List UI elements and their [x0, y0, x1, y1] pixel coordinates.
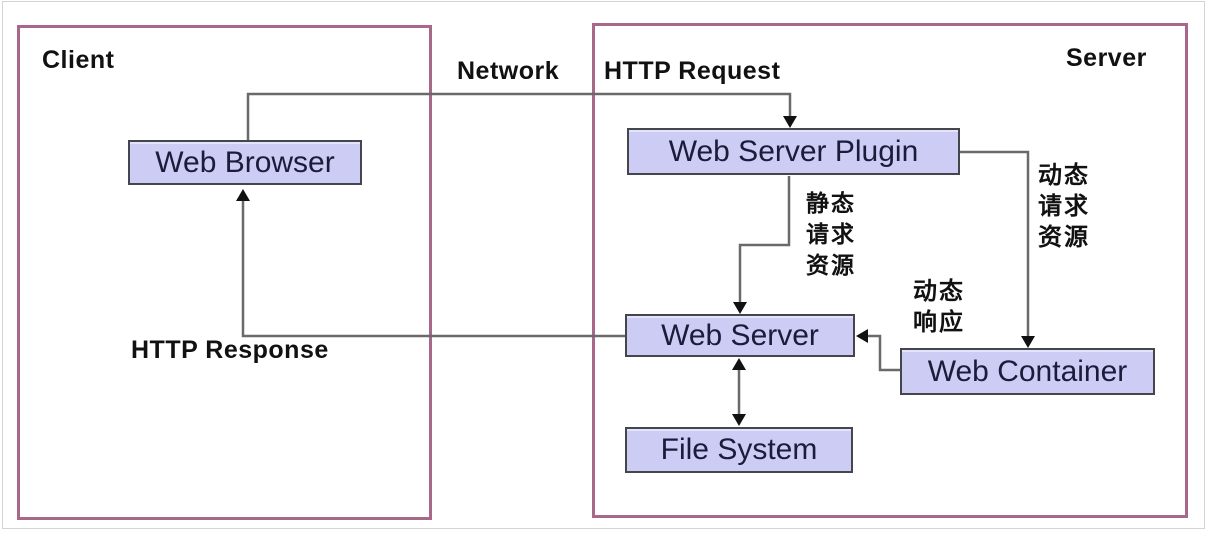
node-web-server-plugin-label: Web Server Plugin	[668, 134, 919, 168]
dynamic-request-line-3: 资源	[1038, 224, 1090, 251]
node-file-system-label: File System	[660, 433, 818, 466]
static-request-line-2: 请求	[806, 221, 856, 247]
http-response-label: HTTP Response	[131, 336, 329, 364]
node-web-server: Web Server	[625, 314, 855, 357]
node-file-system: File System	[625, 427, 853, 473]
node-web-container: Web Container	[900, 348, 1155, 395]
client-region-box	[17, 25, 432, 520]
image-frame	[2, 1, 1205, 529]
dynamic-request-line-2: 请求	[1038, 193, 1090, 220]
file-system-up-arrowhead-icon	[732, 358, 746, 370]
dynamic-response-annotation: 动态 响应	[913, 276, 965, 338]
node-web-browser: Web Browser	[128, 140, 362, 185]
http-request-label: HTTP Request	[604, 57, 781, 85]
dynamic-response-arrowhead-icon	[856, 329, 868, 343]
file-system-down-arrowhead-icon	[732, 414, 746, 426]
node-web-browser-label: Web Browser	[155, 145, 335, 179]
static-request-annotation: 静态 请求 资源	[806, 188, 856, 281]
server-region-box	[592, 23, 1188, 518]
dynamic-response-connector	[868, 334, 900, 372]
dynamic-request-line-1: 动态	[1038, 162, 1090, 189]
http-response-arrowhead-icon	[236, 189, 250, 201]
client-region-label: Client	[42, 46, 115, 74]
node-web-server-plugin: Web Server Plugin	[627, 128, 960, 175]
node-web-container-label: Web Container	[927, 354, 1128, 388]
dynamic-request-connector	[959, 150, 1030, 337]
static-request-arrowhead-icon	[733, 302, 747, 314]
http-request-arrowhead-icon	[783, 116, 797, 128]
dynamic-response-line-2: 响应	[913, 309, 965, 336]
http-request-connector	[246, 92, 792, 140]
http-response-connector	[241, 200, 625, 338]
static-request-line-3: 资源	[806, 252, 856, 278]
node-web-server-label: Web Server	[661, 318, 819, 352]
dynamic-request-arrowhead-icon	[1021, 336, 1035, 348]
server-region-label: Server	[1066, 44, 1147, 72]
static-request-connector	[738, 176, 791, 303]
dynamic-request-annotation: 动态 请求 资源	[1038, 160, 1090, 253]
static-request-line-1: 静态	[806, 190, 856, 216]
dynamic-response-line-1: 动态	[913, 278, 965, 305]
network-label: Network	[457, 57, 560, 85]
